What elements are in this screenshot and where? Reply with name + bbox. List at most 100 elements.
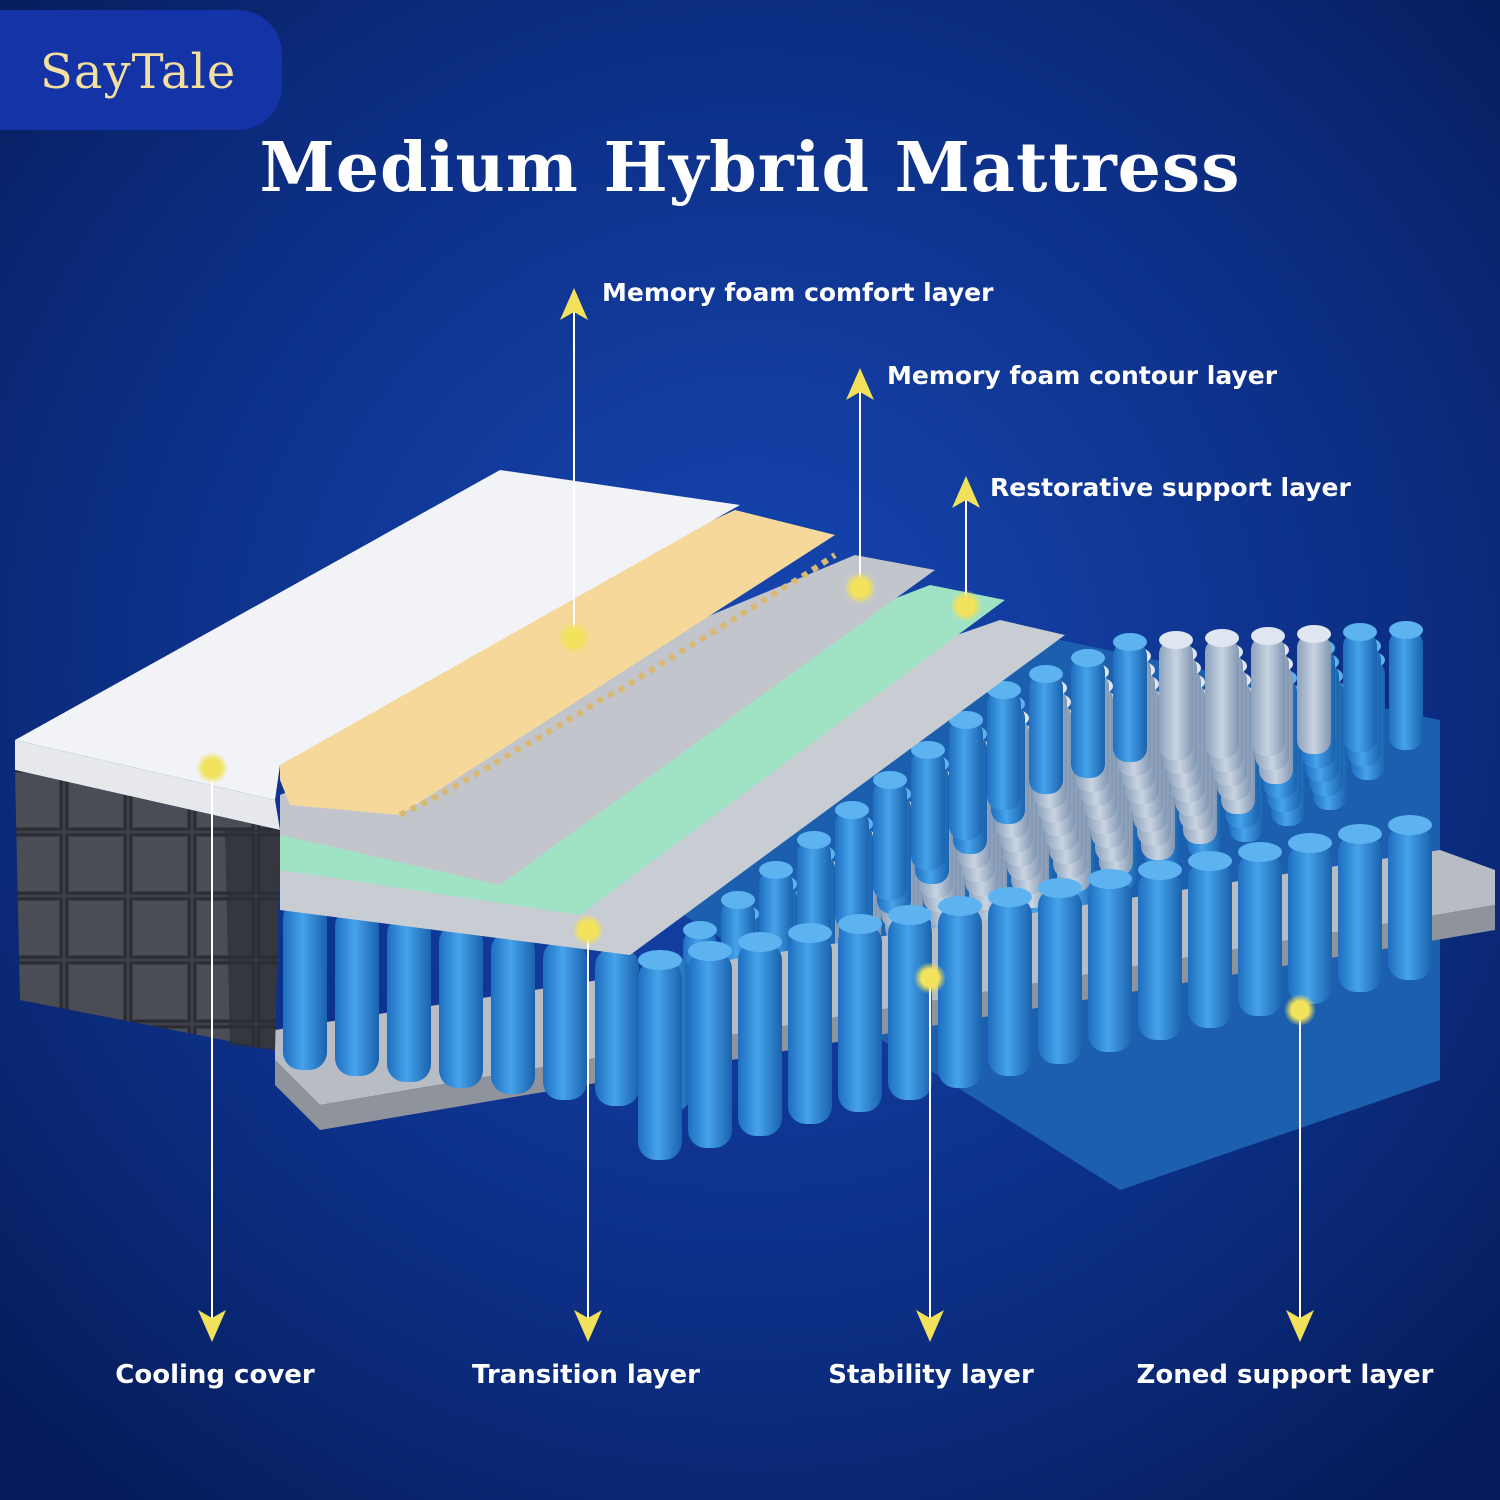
callout-dot-core [581, 923, 595, 937]
coil-top [1343, 623, 1377, 641]
coil-top [988, 887, 1032, 907]
coil [1159, 640, 1193, 760]
coil [1297, 634, 1331, 754]
coil [1238, 852, 1282, 1016]
coil-top [835, 801, 869, 819]
callout-dot-core [853, 581, 867, 595]
label-stability-layer: Stability layer [828, 1360, 1034, 1390]
coil [911, 750, 945, 870]
coil [1389, 630, 1423, 750]
coil-top [1251, 627, 1285, 645]
coil [835, 810, 869, 930]
coil-top [1159, 631, 1193, 649]
cooling-cover-side [15, 740, 280, 830]
coil-top [838, 914, 882, 934]
coil [1071, 658, 1105, 778]
label-cooling-cover: Cooling cover [115, 1360, 315, 1390]
coil [1088, 879, 1132, 1052]
coil-top [873, 771, 907, 789]
coil-top [1288, 833, 1332, 853]
coil [788, 933, 832, 1124]
coil [638, 960, 682, 1160]
coil [1288, 843, 1332, 1004]
quilted-side-edge [225, 830, 280, 1050]
coil [1343, 632, 1377, 752]
page-title: Medium Hybrid Mattress [259, 128, 1241, 208]
brand-badge: SayTale [0, 10, 282, 130]
coil-top [1071, 649, 1105, 667]
coil [543, 940, 587, 1100]
coil-top [911, 741, 945, 759]
coil-top [1389, 621, 1423, 639]
coil [1338, 834, 1382, 992]
coil-top [1338, 824, 1382, 844]
coil [335, 908, 379, 1076]
coil [439, 924, 483, 1088]
coil [1388, 825, 1432, 980]
label-memory-foam-comfort-layer: Memory foam comfort layer [602, 278, 994, 307]
callout-dot-core [959, 599, 973, 613]
callout-dot-core [205, 761, 219, 775]
coil [888, 915, 932, 1100]
coil-top [1205, 629, 1239, 647]
coil [938, 906, 982, 1088]
coil-top [1113, 633, 1147, 651]
arrow-down-icon [1286, 1310, 1314, 1342]
coil [387, 916, 431, 1082]
coil-top [1088, 869, 1132, 889]
coil-top [683, 921, 717, 939]
coil-top [888, 905, 932, 925]
coil-top [1188, 851, 1232, 871]
coil-top [1038, 878, 1082, 898]
coil-top [721, 891, 755, 909]
coil [1251, 636, 1285, 756]
coil-top [1297, 625, 1331, 643]
label-transition-layer: Transition layer [472, 1360, 700, 1390]
coil [491, 932, 535, 1094]
coil-top [738, 932, 782, 952]
comfort-layer-wave [398, 552, 837, 818]
coil-top [938, 896, 982, 916]
arrow-up-icon [846, 368, 874, 400]
coil [1029, 674, 1063, 794]
comfort-layer-board [280, 510, 835, 815]
coil [595, 948, 639, 1106]
coil [1113, 642, 1147, 762]
coil-top [638, 950, 682, 970]
coil [988, 897, 1032, 1076]
coil [688, 951, 732, 1148]
coil-top [1138, 860, 1182, 880]
coil-top [688, 941, 732, 961]
coil [1205, 638, 1239, 758]
callout-dot-core [567, 631, 581, 645]
callout-dot-core [923, 971, 937, 985]
quilted-side-panel [15, 770, 280, 1050]
contour-layer-board [280, 555, 935, 885]
callout-dot-core [1293, 1003, 1307, 1017]
coil-top [797, 831, 831, 849]
coil-top [1029, 665, 1063, 683]
arrow-down-icon [916, 1310, 944, 1342]
arrow-down-icon [574, 1310, 602, 1342]
coil [1188, 861, 1232, 1028]
coil [949, 720, 983, 840]
coil-top [788, 923, 832, 943]
coil [873, 780, 907, 900]
coil [987, 690, 1021, 810]
coil-top [1388, 815, 1432, 835]
coil-top [949, 711, 983, 729]
label-memory-foam-contour-layer: Memory foam contour layer [887, 361, 1278, 390]
coil [1038, 888, 1082, 1064]
label-zoned-support-layer: Zoned support layer [1136, 1360, 1434, 1390]
arrow-up-icon [560, 288, 588, 320]
coil [738, 942, 782, 1136]
label-restorative-support-layer: Restorative support layer [990, 473, 1351, 502]
coil-top [1238, 842, 1282, 862]
arrow-up-icon [952, 476, 980, 508]
coil-top [759, 861, 793, 879]
cooling-cover-top [15, 470, 740, 800]
arrow-down-icon [198, 1310, 226, 1342]
coil [1138, 870, 1182, 1040]
coil-front-row [283, 815, 1432, 1160]
